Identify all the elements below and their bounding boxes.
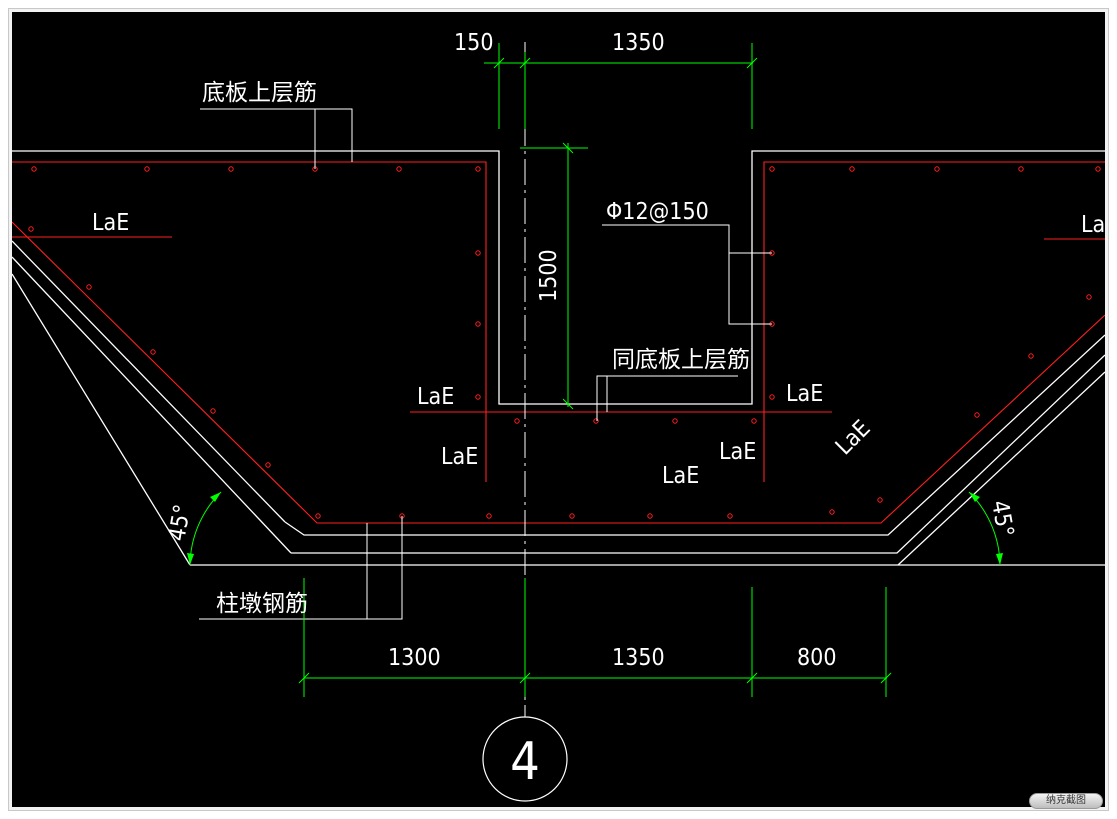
outline-left-slope-1 [12, 240, 286, 523]
rebar-dot [315, 513, 321, 519]
lae-right-edge: La [1081, 212, 1105, 238]
rebar-dot [28, 226, 34, 232]
dim-text-bottom-left: 1300 [388, 645, 441, 671]
leader-rebar-spec [602, 224, 772, 325]
rebar-dot [1086, 294, 1092, 300]
rebar-dot [475, 394, 481, 400]
rebar-dot [877, 497, 883, 503]
dimension-lines [189, 43, 1001, 697]
lae-center-left-lower: LaE [441, 444, 478, 470]
label-pile-cap-rebar: 柱墩钢筋 [216, 591, 308, 617]
dim-bottom-tick-4 [880, 672, 892, 684]
lae-left-outer: LaE [92, 210, 129, 236]
rebar-dot [672, 418, 678, 424]
dim-top-tick-1 [493, 57, 505, 69]
outline-left-top [12, 150, 1105, 405]
angle-arrows [187, 492, 1003, 565]
rebar-dot [769, 394, 775, 400]
dim-bottom-tick-2 [519, 672, 531, 684]
label-rebar-spec: Φ12@150 [606, 199, 709, 225]
rebar-dot [475, 166, 481, 172]
angle-arrow [187, 553, 194, 565]
axis-bubble [482, 716, 568, 802]
rebar-lines [12, 161, 1105, 524]
cad-drawing: 4 底板上层筋 同底板上层筋 柱墩钢筋 Φ12@150 150 1350 130… [12, 30, 1105, 802]
rebar-dot [144, 166, 150, 172]
rebar-dot [210, 408, 216, 414]
rebar-dot [751, 418, 757, 424]
rebar-bottom [12, 221, 1105, 524]
lae-center-right-lower: LaE [719, 439, 756, 465]
rebar-dots [28, 166, 1101, 519]
rebar-dot [265, 462, 271, 468]
outline-left-slope-2 [12, 256, 292, 554]
rebar-dot [486, 513, 492, 519]
outline-bottom-1 [284, 334, 1105, 536]
rebar-dot [31, 166, 37, 172]
rebar-right-main [763, 161, 1105, 412]
lae-center-left-upper: LaE [417, 384, 454, 410]
lae-right-diagonal: LaE [831, 415, 876, 460]
concrete-outline [12, 150, 1105, 566]
dim-text-top-right: 1350 [612, 30, 665, 56]
rebar-dot [396, 166, 402, 172]
rebar-dot [514, 418, 520, 424]
label-bottom-slab-top-rebar: 底板上层筋 [202, 80, 317, 106]
angle-arrow [969, 492, 980, 502]
angle-arc-left [189, 491, 222, 566]
rebar-dot [150, 349, 156, 355]
axis-label: 4 [510, 732, 540, 792]
watermark-badge: 纳克截图 [1029, 793, 1103, 809]
dim-vert-tick-1 [562, 142, 574, 154]
outline-bottom-2 [291, 354, 1105, 554]
rebar-dot [1018, 166, 1024, 172]
rebar-left-main [12, 161, 487, 412]
angle-arrow [996, 553, 1003, 565]
dim-text-vertical: 1500 [536, 249, 562, 302]
rebar-dot [593, 418, 599, 424]
rebar-dot [86, 284, 92, 290]
lae-center-bottom: LaE [662, 463, 699, 489]
dim-top-tick-2 [519, 57, 531, 69]
dim-text-bottom-right: 800 [797, 645, 837, 671]
leader-bottom-slab-top [200, 108, 353, 162]
outline-left-slope-3 [12, 273, 191, 566]
angle-arrow [210, 492, 221, 502]
rebar-dot [934, 166, 940, 172]
leader-pile-cap [199, 516, 403, 620]
dim-top-tick-3 [746, 57, 758, 69]
rebar-dot [475, 321, 481, 327]
rebar-dot [475, 250, 481, 256]
rebar-dot [1028, 353, 1034, 359]
rebar-dot [829, 509, 835, 515]
dim-text-bottom-mid: 1350 [612, 645, 665, 671]
angle-right-label: 45° [986, 499, 1018, 540]
leader-lines [199, 108, 772, 620]
dim-bottom-tick-3 [746, 672, 758, 684]
rebar-dot [569, 513, 575, 519]
label-same-bottom-slab: 同底板上层筋 [612, 347, 750, 373]
lae-center-right-upper: LaE [786, 381, 823, 407]
rebar-dot [228, 166, 234, 172]
leader-same-bottom-slab [596, 375, 738, 421]
rebar-dot [769, 166, 775, 172]
rebar-dot [647, 513, 653, 519]
outline-right-slope-3 [897, 371, 1105, 566]
dim-vert-tick-2 [562, 398, 574, 410]
angle-left-label: 45° [164, 502, 196, 543]
rebar-dot [727, 513, 733, 519]
rebar-dot [1095, 166, 1101, 172]
dim-bottom-tick-1 [298, 672, 310, 684]
dim-text-top-left: 150 [454, 30, 494, 56]
rebar-dot [974, 412, 980, 418]
rebar-dot [849, 166, 855, 172]
cad-viewport[interactable]: 4 底板上层筋 同底板上层筋 柱墩钢筋 Φ12@150 150 1350 130… [12, 12, 1105, 807]
